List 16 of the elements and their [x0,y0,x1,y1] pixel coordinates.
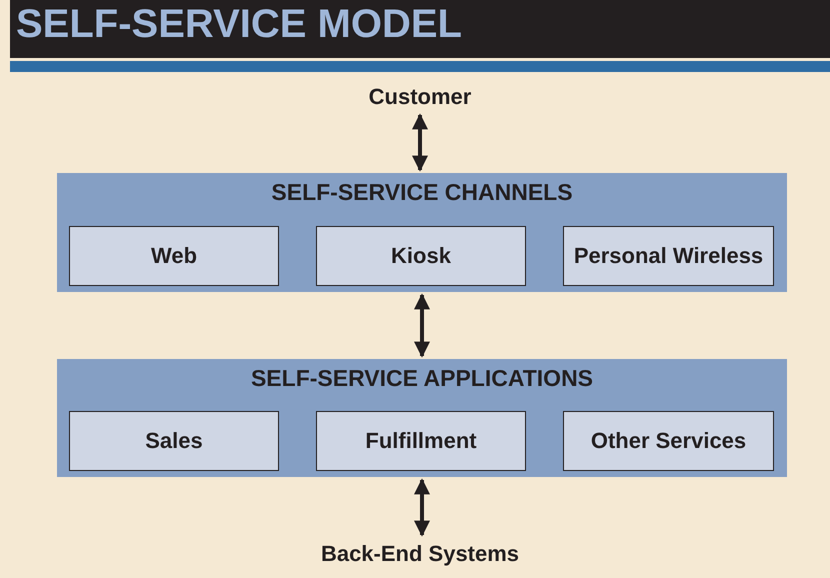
group-panel [57,173,787,292]
channel-box: Other Services [563,411,774,471]
double-arrow [414,293,430,358]
double-arrow [414,478,430,537]
group-title: SELF-SERVICE APPLICATIONS [250,365,594,392]
channel-box: Web [69,226,279,286]
node-label: Customer [300,82,540,112]
diagram-title: SELF-SERVICE MODEL [16,2,462,47]
channel-box: Fulfillment [316,411,526,471]
node-label: Back-End Systems [270,538,570,570]
group-title: SELF-SERVICE CHANNELS [270,179,574,206]
channel-box: Kiosk [316,226,526,286]
channel-box: Personal Wireless [563,226,774,286]
group-panel [57,359,787,477]
double-arrow [412,113,428,172]
channel-box: Sales [69,411,279,471]
